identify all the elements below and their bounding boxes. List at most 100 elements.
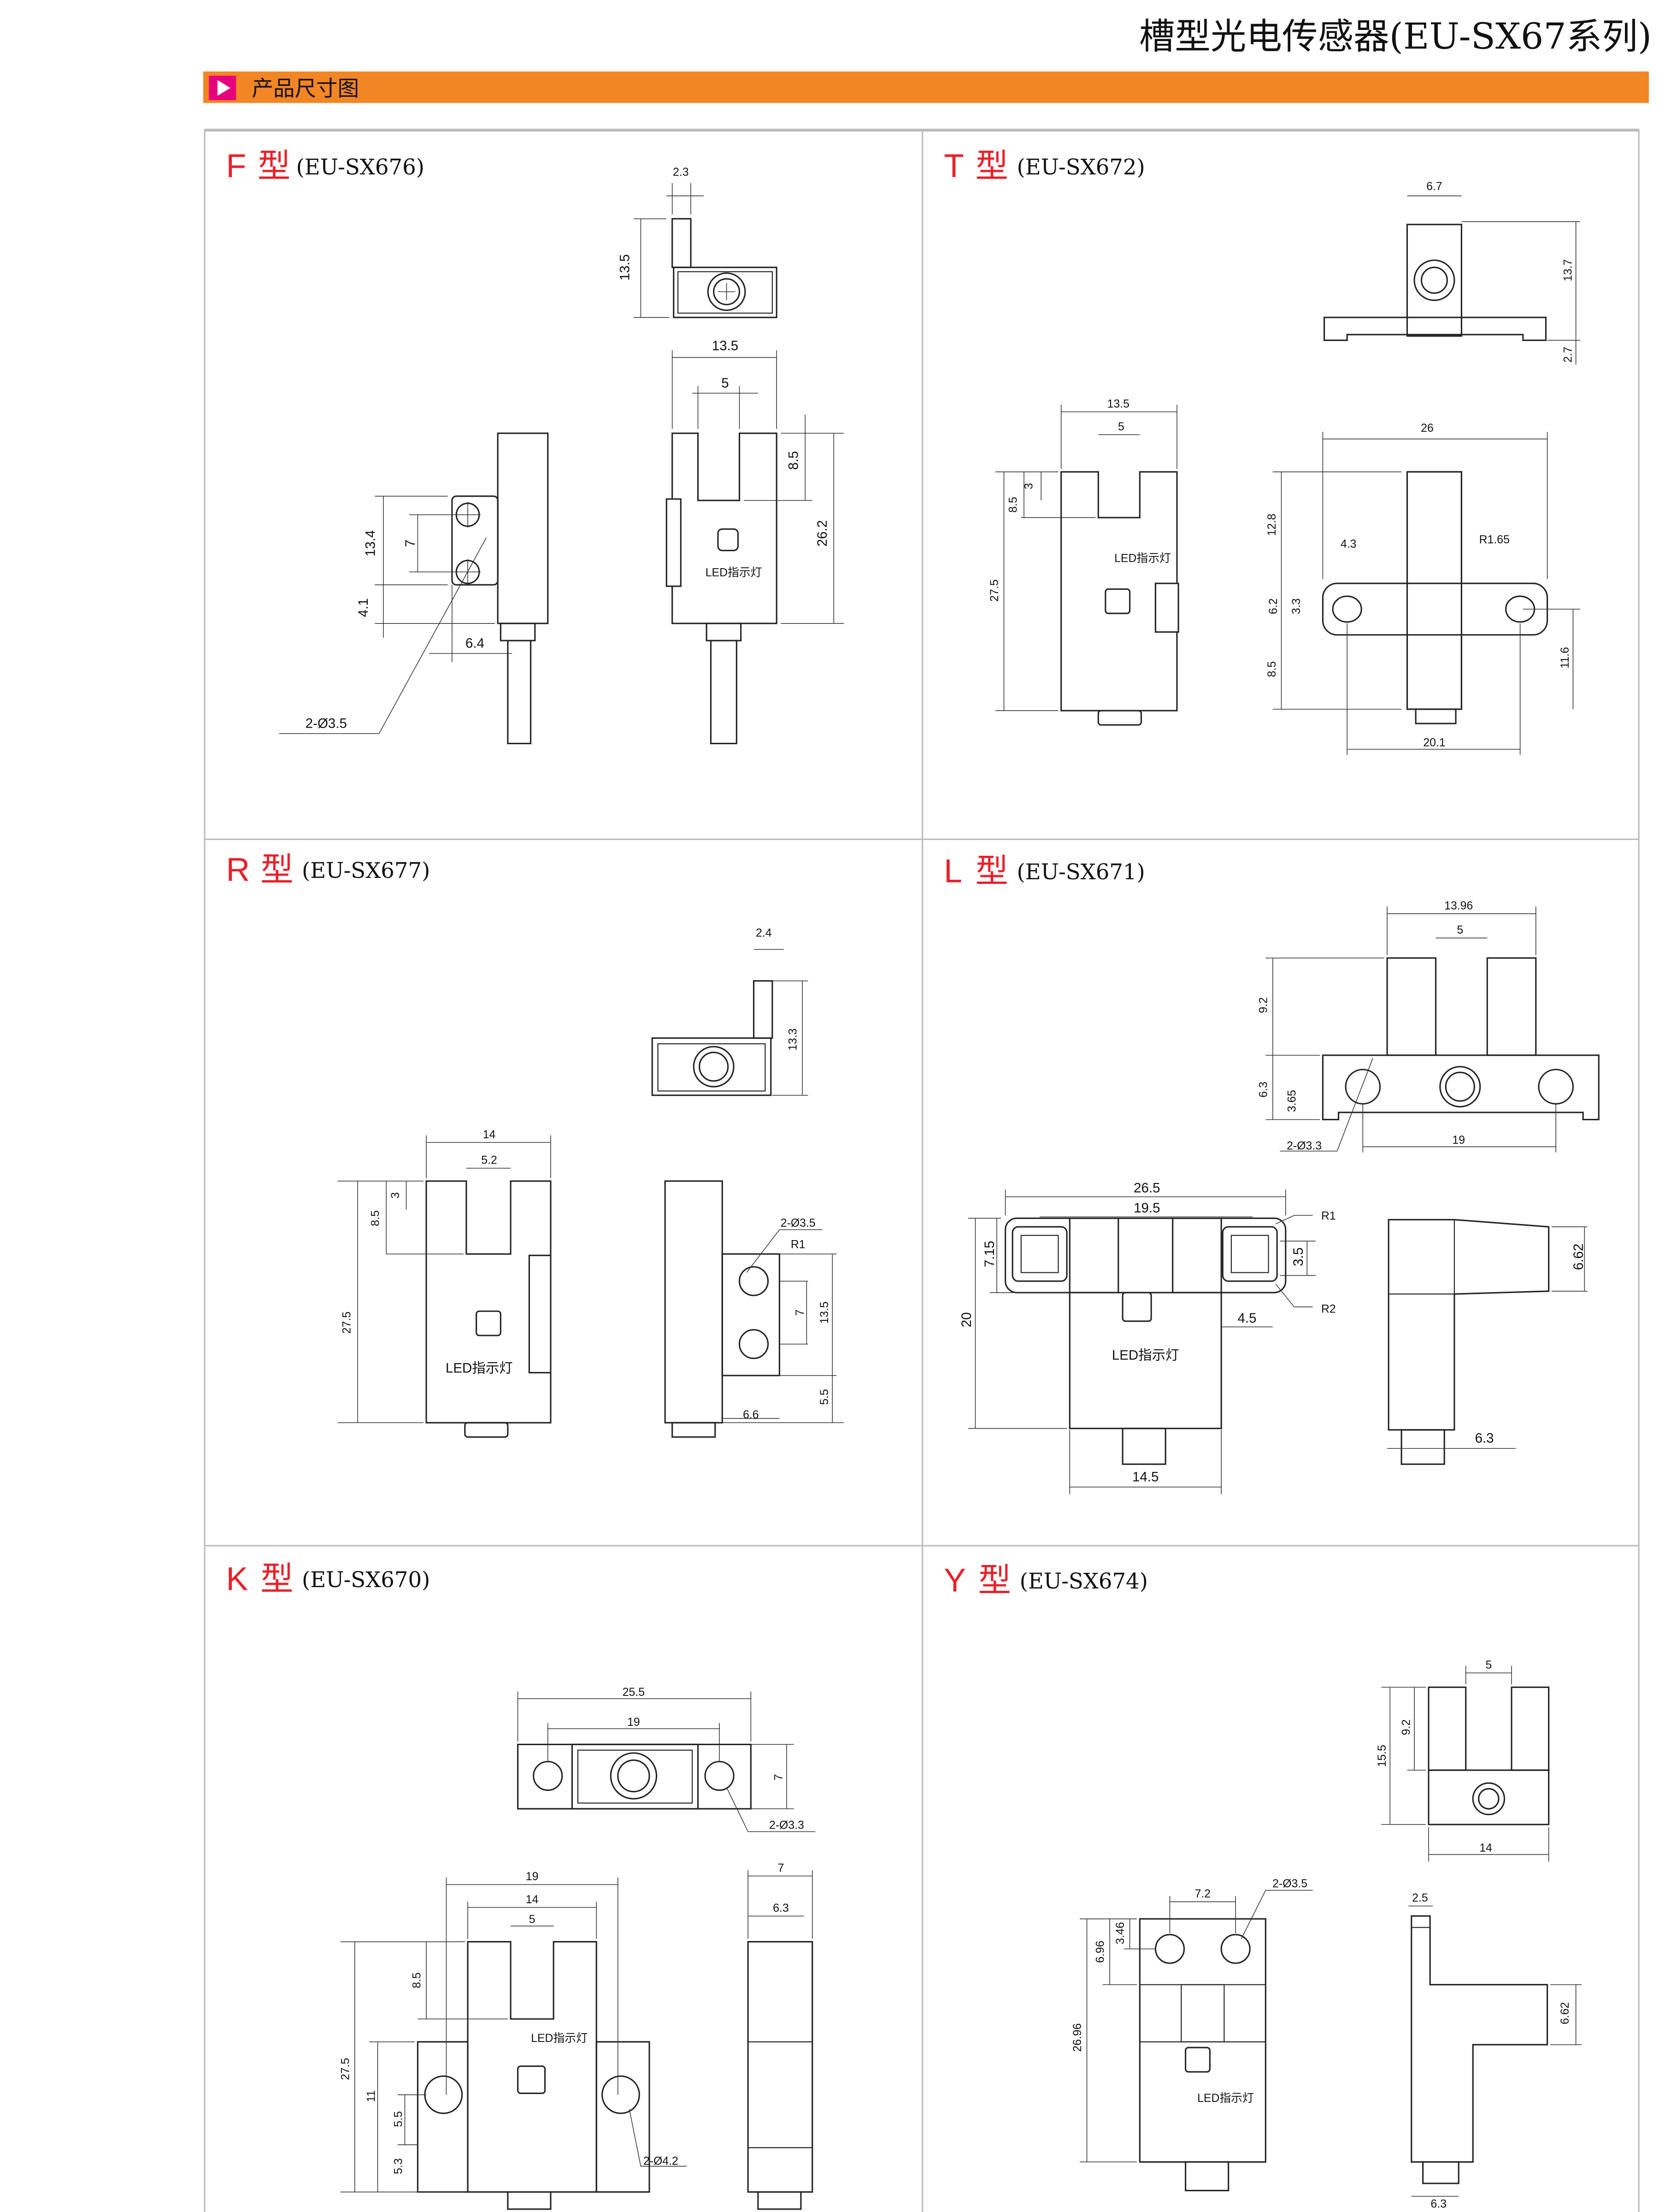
svg-text:26.96: 26.96	[1071, 2023, 1084, 2052]
svg-text:2-Ø3.5: 2-Ø3.5	[781, 1217, 816, 1230]
svg-text:Y: Y	[944, 1562, 966, 1599]
svg-text:型: 型	[978, 1562, 1011, 1599]
svg-text:7: 7	[773, 1774, 785, 1781]
svg-text:2.3: 2.3	[673, 166, 688, 179]
svg-text:3.65: 3.65	[1286, 1090, 1299, 1112]
svg-text:(EU-SX672): (EU-SX672)	[1017, 155, 1145, 180]
panel-title-k: K 型 (EU-SX670)	[226, 1560, 430, 1597]
svg-text:K: K	[226, 1560, 248, 1597]
svg-text:2.4: 2.4	[756, 927, 772, 939]
svg-text:7.2: 7.2	[1195, 1888, 1211, 1900]
svg-text:(EU-SX676): (EU-SX676)	[296, 155, 424, 180]
svg-text:19: 19	[1452, 1134, 1465, 1147]
svg-text:8.5: 8.5	[1266, 661, 1278, 677]
svg-text:(EU-SX674): (EU-SX674)	[1020, 1569, 1148, 1594]
svg-text:9.2: 9.2	[1400, 1719, 1413, 1735]
svg-text:4.1: 4.1	[356, 598, 371, 617]
page-title: 槽型光电传感器(EU-SX67系列)	[1139, 16, 1652, 57]
svg-text:R1: R1	[1321, 1210, 1336, 1223]
svg-text:26.2: 26.2	[815, 520, 830, 547]
drawing-grid	[204, 129, 1640, 2212]
svg-text:19: 19	[526, 1871, 539, 1883]
svg-text:6.3: 6.3	[1431, 2198, 1447, 2211]
svg-text:13.3: 13.3	[787, 1029, 800, 1051]
svg-text:5: 5	[1485, 1659, 1492, 1671]
svg-text:型: 型	[258, 148, 290, 185]
svg-text:6.6: 6.6	[743, 1409, 759, 1421]
svg-text:2.5: 2.5	[1412, 1892, 1428, 1905]
svg-text:R1.65: R1.65	[1479, 534, 1510, 546]
drawing-y: 5 9.2 15.5 14 2.5 6.62 7.2 2-Ø3.5 6.96 3…	[1071, 1659, 1582, 2211]
svg-text:5: 5	[1457, 924, 1463, 936]
svg-text:LED指示灯: LED指示灯	[531, 2032, 588, 2045]
svg-text:6.7: 6.7	[1426, 181, 1442, 193]
svg-text:11.6: 11.6	[1559, 647, 1571, 668]
drawing-f: 2.3 13.5 13.5 5 8.5 26.2 13.4 7 4.1 6.4 …	[279, 166, 844, 744]
panel-title-y: Y 型 (EU-SX674)	[944, 1562, 1148, 1599]
svg-text:6.3: 6.3	[1475, 1431, 1494, 1446]
drawing-k: 25.5 19 7 2-Ø3.3 19 14 5 8.5 LED指示灯 27.5…	[339, 1686, 815, 2210]
svg-text:R: R	[226, 851, 250, 888]
svg-text:5.5: 5.5	[392, 2111, 405, 2127]
svg-text:11: 11	[365, 2090, 377, 2102]
svg-text:5.3: 5.3	[392, 2158, 405, 2174]
svg-text:7: 7	[794, 1309, 806, 1316]
svg-text:6.3: 6.3	[773, 1902, 789, 1914]
svg-text:型: 型	[975, 148, 1008, 185]
svg-text:6.62: 6.62	[1559, 2002, 1571, 2024]
svg-text:19: 19	[627, 1716, 640, 1729]
svg-text:R2: R2	[1321, 1303, 1336, 1315]
svg-text:26.5: 26.5	[1134, 1181, 1160, 1196]
svg-text:型: 型	[975, 853, 1008, 889]
svg-text:9.2: 9.2	[1257, 997, 1270, 1013]
section-title: 产品尺寸图	[252, 76, 359, 101]
svg-text:6.2: 6.2	[1267, 598, 1280, 614]
svg-text:20: 20	[959, 1312, 974, 1327]
svg-text:4.5: 4.5	[1238, 1311, 1257, 1326]
svg-text:8.5: 8.5	[411, 1972, 424, 1988]
svg-text:2-Ø4.2: 2-Ø4.2	[643, 2155, 678, 2168]
svg-text:7: 7	[403, 540, 418, 547]
svg-text:(EU-SX670): (EU-SX670)	[302, 1567, 430, 1592]
svg-text:6.96: 6.96	[1094, 1941, 1107, 1963]
svg-text:R1: R1	[791, 1239, 806, 1251]
svg-text:6.3: 6.3	[1257, 1082, 1270, 1098]
svg-text:3.46: 3.46	[1114, 1922, 1127, 1944]
svg-text:2-Ø3.5: 2-Ø3.5	[306, 716, 347, 731]
svg-text:26: 26	[1421, 422, 1434, 435]
svg-text:L: L	[944, 853, 962, 889]
svg-text:LED指示灯: LED指示灯	[1197, 2092, 1254, 2105]
svg-text:型: 型	[260, 851, 293, 888]
svg-text:13.5: 13.5	[818, 1301, 831, 1324]
svg-text:5: 5	[1118, 421, 1124, 433]
svg-text:LED指示灯: LED指示灯	[706, 566, 762, 579]
svg-text:13.96: 13.96	[1444, 900, 1473, 912]
svg-text:3.5: 3.5	[1291, 1247, 1306, 1266]
svg-text:14: 14	[483, 1129, 496, 1141]
svg-text:12.8: 12.8	[1266, 514, 1278, 536]
svg-text:3: 3	[389, 1192, 402, 1199]
svg-text:T: T	[944, 148, 964, 185]
svg-text:2.7: 2.7	[1562, 347, 1574, 362]
svg-text:2-Ø3.3: 2-Ø3.3	[769, 1819, 804, 1831]
svg-text:(EU-SX671): (EU-SX671)	[1017, 859, 1145, 884]
svg-text:14: 14	[1479, 1842, 1492, 1854]
svg-text:8.5: 8.5	[1007, 497, 1019, 513]
svg-text:LED指示灯: LED指示灯	[1112, 1348, 1179, 1363]
panel-title-r: R 型 (EU-SX677)	[226, 851, 430, 888]
svg-text:3.3: 3.3	[1290, 598, 1303, 614]
play-triangle-icon	[218, 80, 230, 96]
panel-title-f: F 型 (EU-SX676)	[226, 148, 424, 185]
svg-text:2-Ø3.5: 2-Ø3.5	[1272, 1878, 1307, 1890]
svg-text:LED指示灯: LED指示灯	[1114, 552, 1171, 565]
svg-text:6.4: 6.4	[465, 636, 484, 651]
svg-text:27.5: 27.5	[341, 1312, 353, 1334]
svg-text:LED指示灯: LED指示灯	[446, 1361, 513, 1376]
svg-text:6.62: 6.62	[1571, 1244, 1586, 1270]
svg-text:5: 5	[529, 1913, 535, 1926]
svg-text:14.5: 14.5	[1132, 1469, 1159, 1484]
svg-text:5.5: 5.5	[818, 1389, 831, 1405]
svg-text:(EU-SX677): (EU-SX677)	[302, 858, 430, 883]
svg-text:13.5: 13.5	[1107, 398, 1130, 410]
